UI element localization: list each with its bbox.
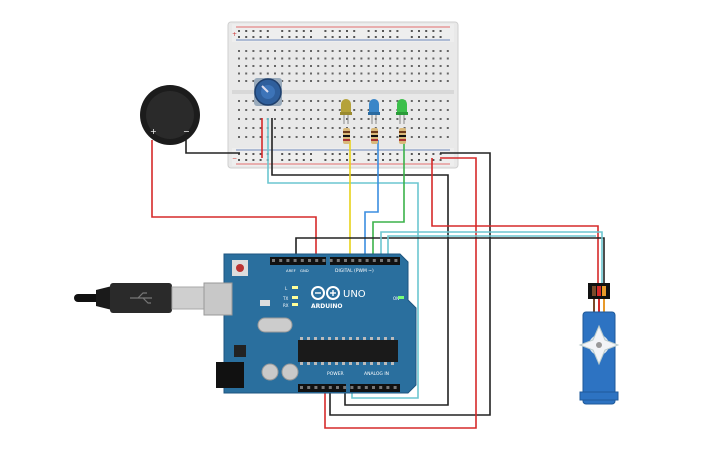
buzzer-plus-label: + bbox=[150, 127, 157, 136]
rail-plus-label: + bbox=[232, 31, 237, 38]
led-tx-label: TX bbox=[282, 296, 288, 301]
wire-servo-ground bbox=[295, 237, 605, 285]
wire-pot-signal bbox=[267, 118, 419, 399]
gnd-label: GND bbox=[300, 268, 309, 273]
servo-motor[interactable] bbox=[578, 283, 620, 405]
wire-led-green bbox=[372, 140, 405, 258]
board-model: UNO bbox=[343, 289, 366, 300]
analog-header-pins bbox=[300, 386, 397, 389]
board-brand: ARDUINO bbox=[311, 303, 342, 310]
led-blue[interactable] bbox=[368, 99, 380, 124]
crystal bbox=[257, 317, 293, 333]
aref-label: AREF bbox=[286, 268, 296, 273]
digital-header-pins bbox=[272, 259, 398, 262]
on-label: ON bbox=[393, 296, 399, 301]
led-l-label: L bbox=[285, 286, 288, 291]
buzzer-minus-label: − bbox=[183, 127, 190, 136]
wire-servo-signal-2 bbox=[387, 235, 596, 258]
resistors bbox=[343, 128, 406, 144]
usb-icon bbox=[130, 292, 152, 304]
led-yellow[interactable] bbox=[340, 99, 352, 124]
wire-servo-power bbox=[431, 158, 599, 285]
wire-led-blue bbox=[364, 140, 379, 258]
potentiometer[interactable] bbox=[254, 78, 282, 106]
power-jack bbox=[216, 362, 244, 388]
piezo-buzzer[interactable]: + − bbox=[140, 85, 200, 145]
wire-servo-signal bbox=[380, 231, 603, 285]
breadboard-holes bbox=[238, 30, 449, 161]
wire-pot-ground bbox=[271, 118, 449, 406]
arduino-logo-icon bbox=[311, 286, 340, 300]
wire-rail-red bbox=[324, 157, 477, 429]
wires bbox=[151, 118, 605, 429]
digital-label: DIGITAL (PWM ~) bbox=[335, 268, 374, 274]
wire-rail-black bbox=[329, 152, 491, 416]
rail-minus-label: − bbox=[232, 155, 237, 162]
power-label: POWER bbox=[327, 371, 344, 377]
resistor-3 bbox=[399, 128, 406, 144]
resistor-1 bbox=[343, 128, 350, 144]
usb-cable bbox=[74, 283, 209, 313]
arduino-uno[interactable]: ARDUINO UNO DIGITAL (PWM ~) POWER ANALOG… bbox=[203, 253, 417, 394]
usb-port bbox=[203, 282, 233, 316]
led-green[interactable] bbox=[396, 99, 408, 124]
atmega-chip bbox=[298, 340, 398, 362]
wire-buzzer-ground bbox=[185, 140, 240, 154]
analog-label: ANALOG IN bbox=[364, 371, 389, 377]
led-rx-label: RX bbox=[283, 303, 289, 308]
resistor-2 bbox=[371, 128, 378, 144]
